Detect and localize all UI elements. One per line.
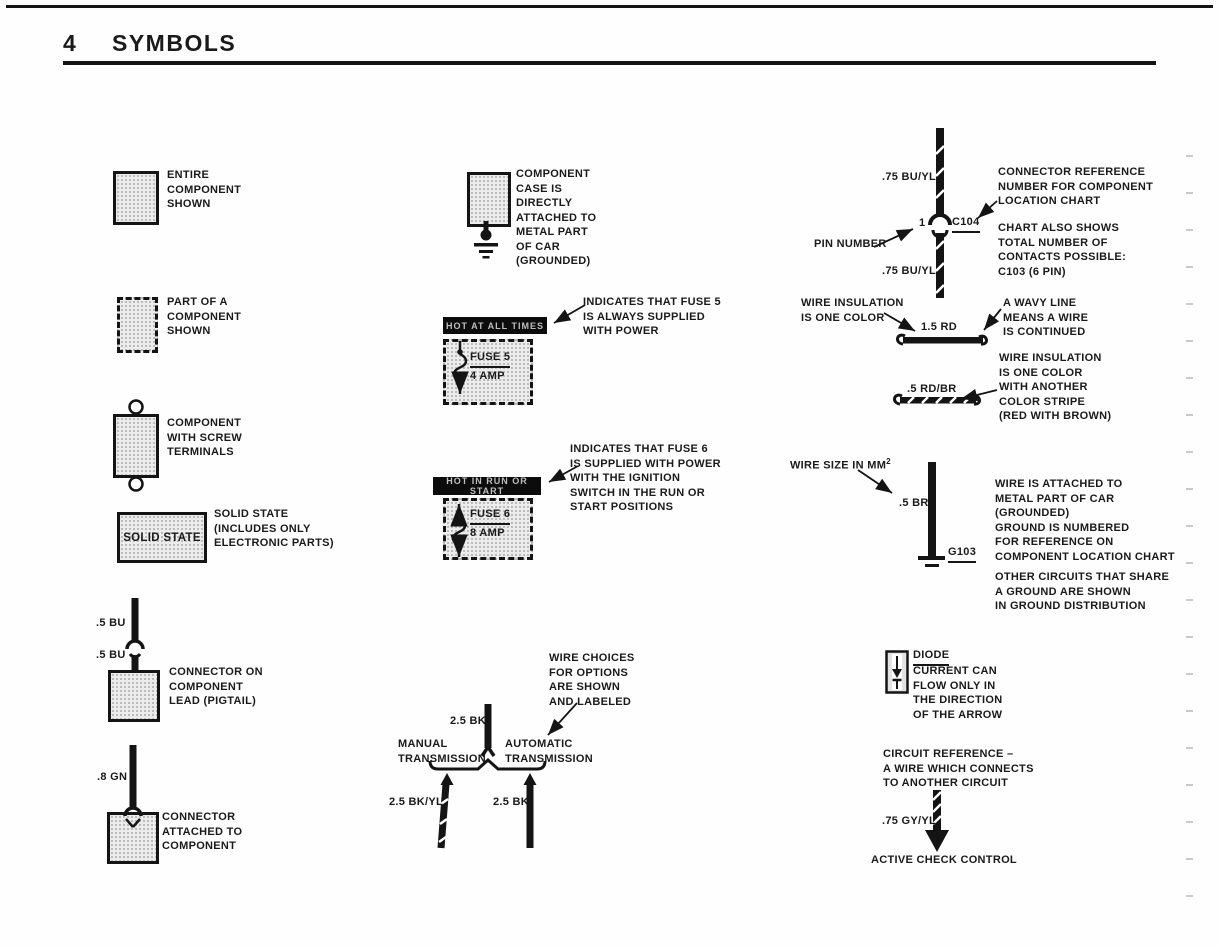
page-title: SYMBOLS bbox=[112, 30, 237, 56]
wavy-wire-plain-icon bbox=[896, 333, 988, 346]
fuse5-box bbox=[443, 339, 533, 405]
circuit-ref-wire-label: .75 GY/YL bbox=[882, 815, 937, 827]
fuse5-name: FUSE 5 bbox=[470, 350, 511, 368]
fuse6-name: FUSE 6 bbox=[470, 507, 511, 525]
entire-component-box bbox=[113, 171, 159, 225]
header-rule bbox=[63, 61, 1156, 65]
wire-size-sup: 2 bbox=[886, 457, 891, 466]
attached-component-box bbox=[107, 812, 159, 864]
connector-wire-bottom-label: .75 BU/YL bbox=[882, 265, 937, 277]
options-right-wire-label: 2.5 BK bbox=[493, 796, 530, 808]
fuse6-note: INDICATES THAT FUSE 6 IS SUPPLIED WITH P… bbox=[570, 443, 721, 513]
screw-terminals-label: COMPONENT WITH SCREW TERMINALS bbox=[167, 417, 243, 458]
pigtail-wire-top-label: .5 BU bbox=[96, 617, 126, 629]
ground-ref-value: G103 bbox=[948, 545, 977, 563]
fuse6-rating: 8 AMP bbox=[470, 527, 505, 539]
wavy-line-note: A WAVY LINE MEANS A WIRE IS CONTINUED bbox=[1003, 297, 1089, 338]
grounded-case-label: COMPONENT CASE IS DIRECTLY ATTACHED TO M… bbox=[516, 168, 597, 267]
ground-icon bbox=[918, 462, 945, 567]
page-top-rule bbox=[6, 5, 1213, 8]
connector-ref-note: CONNECTOR REFERENCE NUMBER FOR COMPONENT… bbox=[998, 166, 1154, 207]
options-note: WIRE CHOICES FOR OPTIONS ARE SHOWN AND L… bbox=[549, 652, 635, 708]
options-main-wire-label: 2.5 BK bbox=[450, 715, 487, 727]
pigtail-wire-bottom-label: .5 BU bbox=[96, 649, 126, 661]
insulation-color-note: WIRE INSULATION IS ONE COLOR bbox=[801, 297, 904, 324]
attached-label: CONNECTOR ATTACHED TO COMPONENT bbox=[162, 811, 243, 852]
pigtail-wire-and-connector-icon bbox=[125, 598, 145, 672]
connector-wire-top-label: .75 BU/YL bbox=[882, 171, 937, 183]
solid-state-label: SOLID STATE (INCLUDES ONLY ELECTRONIC PA… bbox=[214, 508, 334, 549]
wire-size-label: WIRE SIZE IN MM2 bbox=[790, 457, 891, 472]
grounded-case-box bbox=[467, 172, 511, 227]
diode-note: CURRENT CAN FLOW ONLY IN THE DIRECTION O… bbox=[913, 665, 1003, 721]
ground-share-note: OTHER CIRCUITS THAT SHARE A GROUND ARE S… bbox=[995, 571, 1170, 612]
hot-in-run-or-start-banner: HOT IN RUN OR START bbox=[433, 476, 541, 496]
automatic-transmission-label: AUTOMATIC TRANSMISSION bbox=[505, 738, 593, 765]
ground-attached-note: WIRE IS ATTACHED TO METAL PART OF CAR (G… bbox=[995, 478, 1175, 563]
pigtail-component-box bbox=[108, 670, 160, 722]
hot-at-all-times-banner: HOT AT ALL TIMES bbox=[443, 317, 547, 334]
fuse5-rating: 4 AMP bbox=[470, 370, 505, 382]
entire-component-label: ENTIRE COMPONENT SHOWN bbox=[167, 169, 242, 210]
part-component-box bbox=[117, 297, 158, 353]
diode-icon bbox=[885, 650, 909, 694]
solid-state-box bbox=[117, 512, 207, 563]
pin-number-value: 1 bbox=[919, 217, 926, 229]
screw-terminal-box bbox=[113, 414, 159, 478]
page-number: 4 bbox=[63, 30, 78, 56]
part-component-label: PART OF A COMPONENT SHOWN bbox=[167, 296, 242, 337]
stripe-note: WIRE INSULATION IS ONE COLOR WITH ANOTHE… bbox=[999, 352, 1112, 422]
striped-wire-label: .5 RD/BR bbox=[907, 383, 957, 395]
options-left-wire-label: 2.5 BK/YL bbox=[389, 796, 444, 808]
scan-edge-ticks bbox=[1186, 155, 1193, 900]
ground-wire-label: .5 BR bbox=[899, 497, 929, 509]
connector-chart-note: CHART ALSO SHOWS TOTAL NUMBER OF CONTACT… bbox=[998, 222, 1127, 278]
pigtail-label: CONNECTOR ON COMPONENT LEAD (PIGTAIL) bbox=[169, 666, 263, 707]
solid-state-box-label: SOLID STATE bbox=[123, 531, 201, 544]
connector-ref-value: C104 bbox=[952, 215, 980, 233]
options-wires-icon bbox=[428, 704, 547, 849]
circuit-ref-target-label: ACTIVE CHECK CONTROL bbox=[871, 854, 1017, 866]
pin-number-label: PIN NUMBER bbox=[814, 238, 887, 250]
manual-transmission-label: MANUAL TRANSMISSION bbox=[398, 738, 486, 765]
plain-wire-label: 1.5 RD bbox=[921, 321, 958, 333]
fuse5-note: INDICATES THAT FUSE 5 IS ALWAYS SUPPLIED… bbox=[583, 296, 721, 337]
circuit-ref-note: CIRCUIT REFERENCE – A WIRE WHICH CONNECT… bbox=[883, 748, 1034, 789]
attached-wire-label: .8 GN bbox=[97, 771, 128, 783]
diode-title: DIODE bbox=[913, 648, 950, 666]
